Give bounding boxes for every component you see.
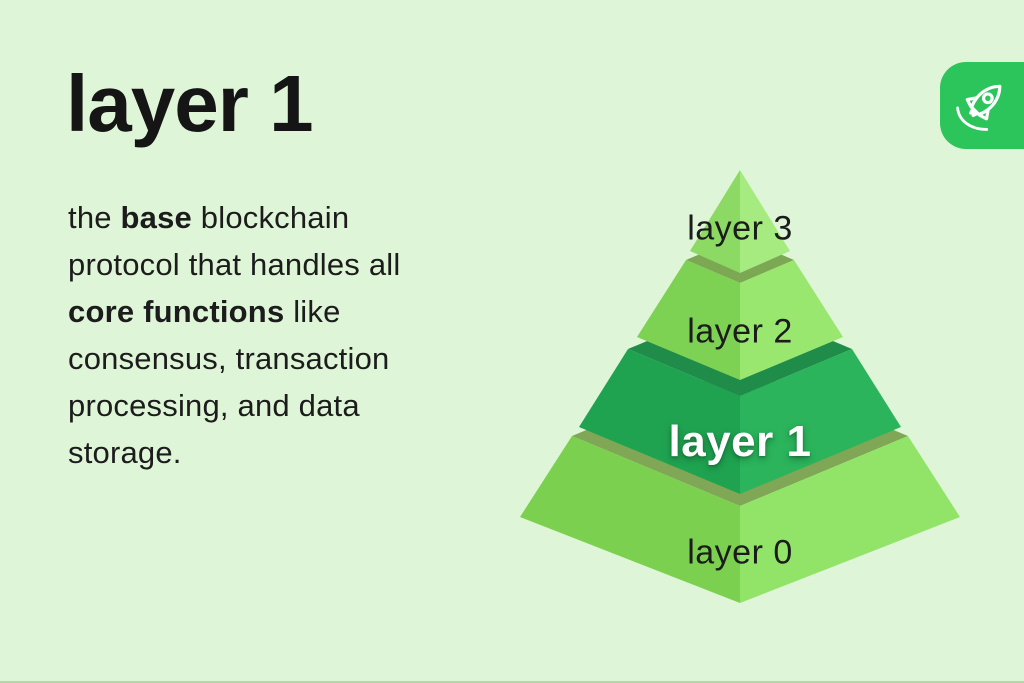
brand-badge [940,62,1024,149]
layer0-left-face [520,436,740,603]
layer3-right-face [740,170,790,273]
rocket-icon [956,84,1002,131]
pyramid-label-layer1: layer 1 [668,417,812,466]
page-title: layer 1 [66,59,314,148]
bottom-edge-line [0,681,1024,683]
definition-text: the base blockchain protocol that handle… [68,200,401,470]
layer1-left-face [579,349,740,494]
layer3-left-face [690,170,740,273]
pyramid-label-layer3: layer 3 [687,209,793,248]
pyramid-label-layer2: layer 2 [687,312,793,351]
layer2-right-face [740,260,843,380]
layer2-left-face [637,260,740,380]
layer1-right-face [740,349,901,494]
layer0-right-face [740,436,960,603]
pyramid-label-layer0: layer 0 [687,533,793,572]
